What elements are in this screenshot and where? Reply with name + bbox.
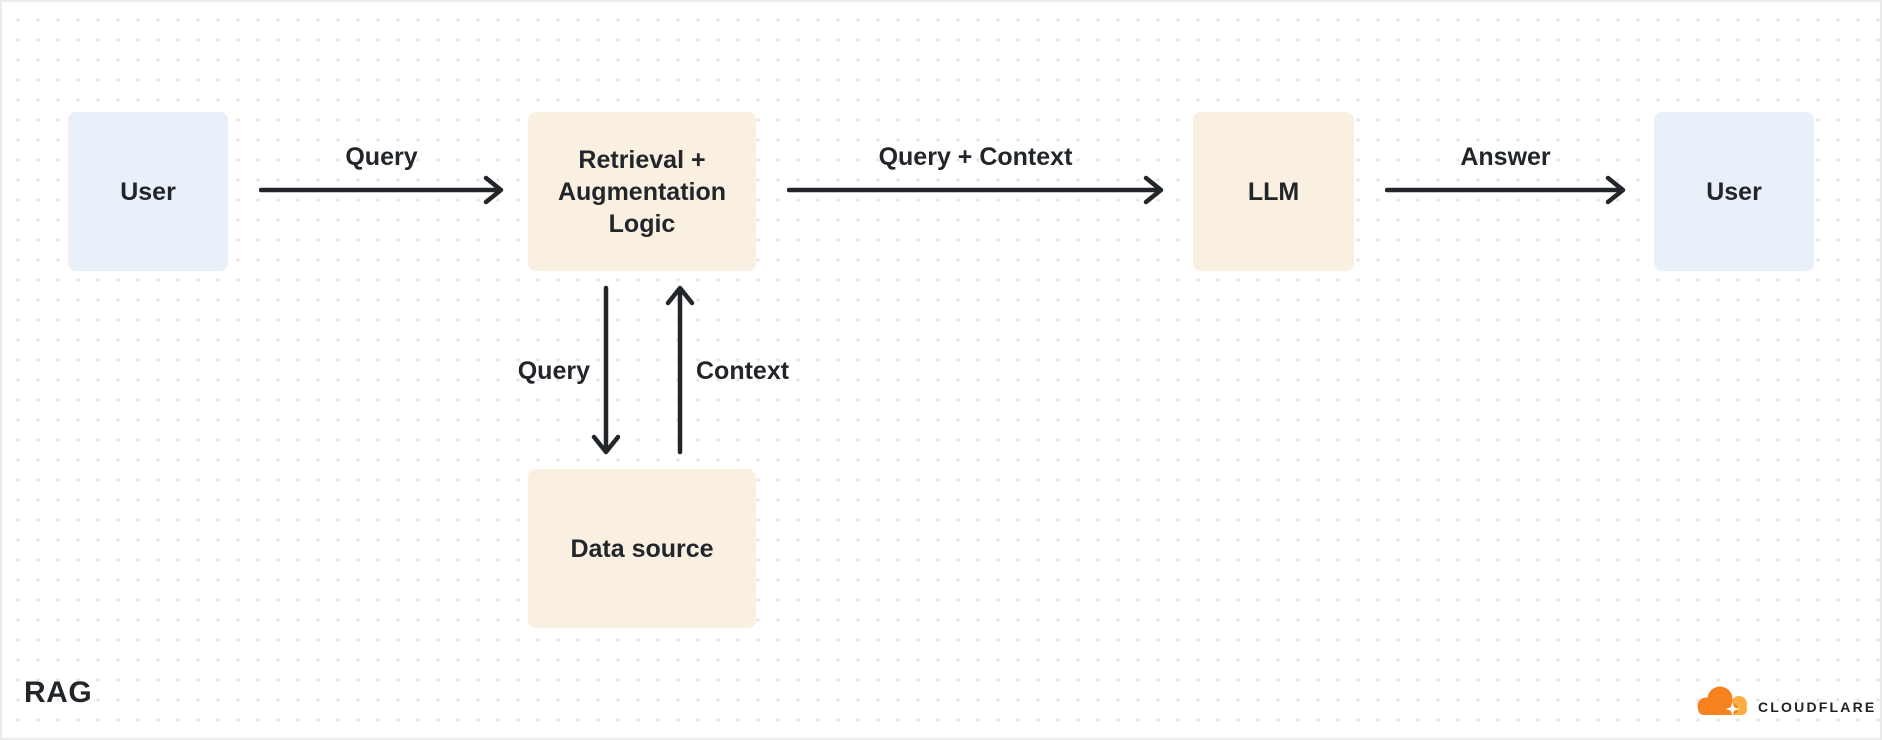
edge-label-query-down: Query	[517, 357, 590, 385]
node-data-source-label: Data source	[570, 534, 714, 563]
edge-label-query: Query	[345, 143, 418, 171]
cloudflare-wordmark: CLOUDFLARE	[1758, 698, 1877, 715]
node-llm: LLM	[1193, 112, 1354, 271]
node-retrieval-augmentation-logic: Retrieval + Augmentation Logic	[528, 112, 756, 271]
node-user-left: User	[68, 112, 228, 271]
cloudflare-cloud-icon	[1697, 686, 1747, 716]
arrow-datasource-to-retrieval	[665, 285, 695, 455]
arrow-retrieval-to-llm	[787, 175, 1164, 205]
edge-label-context-up: Context	[696, 357, 790, 385]
node-retrieval-label: Retrieval + Augmentation Logic	[557, 145, 727, 238]
node-user-right-label: User	[1706, 177, 1762, 206]
node-user-right: User	[1654, 112, 1814, 271]
edge-label-query-context: Query + Context	[878, 143, 1073, 171]
diagram-title: RAG	[24, 676, 93, 709]
arrow-user-to-retrieval	[259, 175, 504, 205]
edge-label-answer: Answer	[1460, 143, 1551, 171]
cloudflare-logo: CLOUDFLARE	[1695, 684, 1876, 720]
node-user-left-label: User	[120, 177, 176, 206]
arrow-retrieval-to-datasource	[591, 285, 621, 455]
node-llm-label: LLM	[1247, 177, 1300, 206]
arrow-llm-to-user	[1385, 175, 1626, 205]
node-data-source: Data source	[528, 469, 756, 628]
